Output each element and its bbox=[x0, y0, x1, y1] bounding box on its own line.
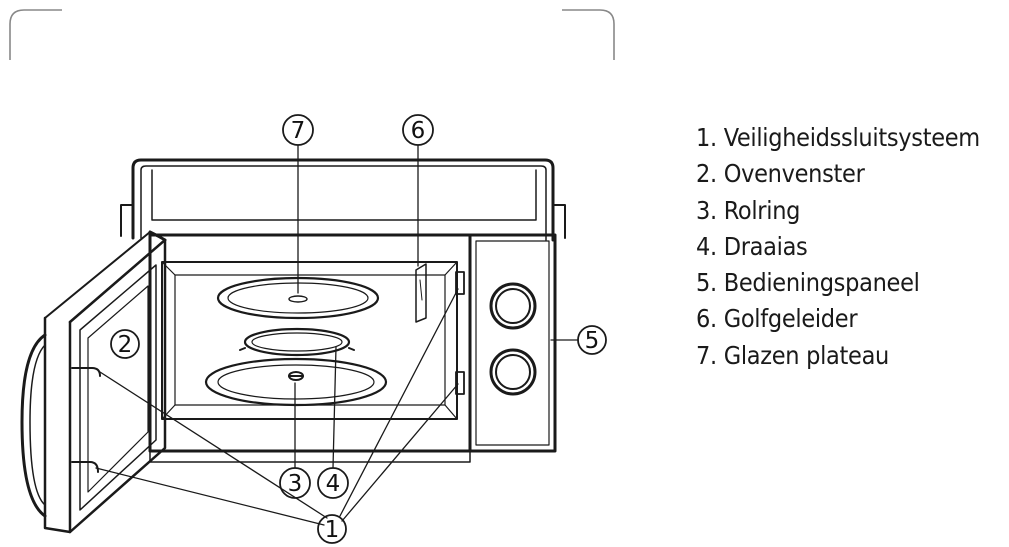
parts-legend: 1. Veiligheidssluitsysteem 2. Ovenvenste… bbox=[696, 120, 980, 374]
legend-item-2: 2. Ovenvenster bbox=[696, 159, 865, 189]
callout-4-circle bbox=[317, 467, 349, 499]
callout-7-circle bbox=[282, 114, 314, 146]
callout-circles bbox=[110, 114, 607, 544]
legend-item-7: 7. Glazen plateau bbox=[696, 340, 890, 370]
control-panel bbox=[468, 233, 557, 453]
callout-4-label: 4 bbox=[326, 471, 341, 497]
callout-1-label: 1 bbox=[325, 517, 340, 543]
turntable-shaft bbox=[204, 357, 388, 407]
callout-2-circle bbox=[110, 329, 140, 359]
legend-item-5: 5. Bedieningspaneel bbox=[696, 268, 920, 298]
callout-5-circle bbox=[577, 325, 607, 355]
callout-6-circle bbox=[402, 114, 434, 146]
timer-knob[interactable] bbox=[489, 282, 537, 330]
leader-lines bbox=[95, 144, 579, 526]
callout-1-circle bbox=[317, 514, 347, 544]
power-knob[interactable] bbox=[489, 348, 537, 396]
oven-door bbox=[20, 230, 167, 534]
roller-ring bbox=[239, 327, 355, 357]
legend-item-6: 6. Golfgeleider bbox=[696, 304, 858, 334]
callout-3-label: 3 bbox=[288, 471, 303, 497]
legend-item-4: 4. Draaias bbox=[696, 231, 808, 261]
callout-3-circle bbox=[279, 467, 311, 499]
callout-7-label: 7 bbox=[291, 118, 306, 144]
callout-5-label: 5 bbox=[585, 328, 600, 354]
legend-item-1: 1. Veiligheidssluitsysteem bbox=[696, 123, 980, 152]
top-frame-bracket bbox=[9, 9, 615, 60]
oven-cabinet bbox=[120, 158, 566, 463]
callout-6-label: 6 bbox=[411, 118, 426, 144]
legend-item-3: 3. Rolring bbox=[696, 195, 801, 225]
callout-2-label: 2 bbox=[118, 332, 133, 358]
